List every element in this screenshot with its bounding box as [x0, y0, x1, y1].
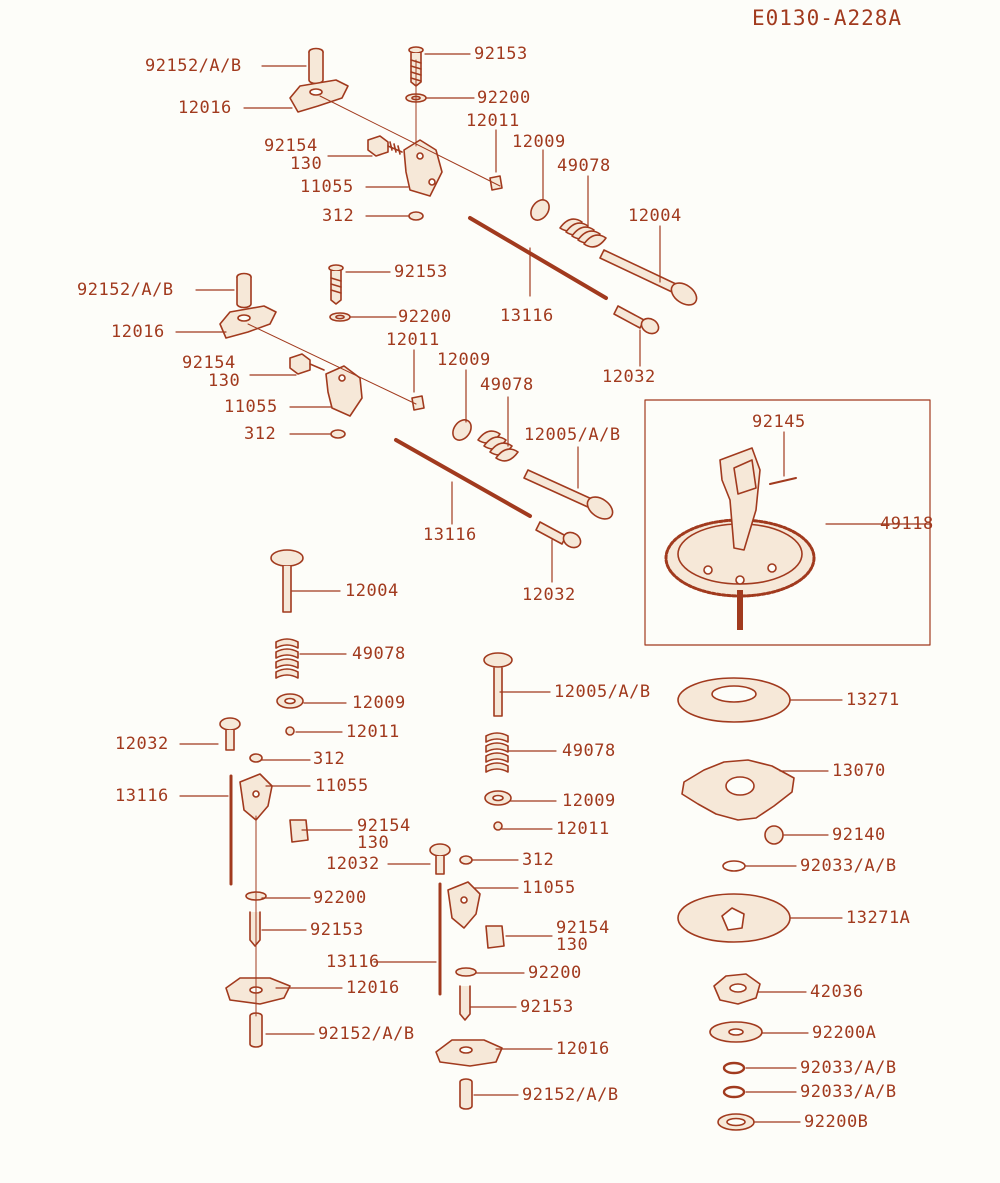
part-label: 130 [208, 371, 241, 391]
part-label: 12009 [512, 132, 566, 152]
part-label: 12009 [352, 693, 406, 713]
part-label: 12009 [562, 791, 616, 811]
part-label: 49078 [352, 644, 406, 664]
part-label: 12032 [522, 585, 576, 605]
part-label: 92152/A/B [77, 280, 174, 300]
part-label: 12016 [111, 322, 165, 342]
part-label: 13116 [500, 306, 554, 326]
part-label: 13116 [326, 952, 380, 972]
part-label: 13116 [115, 786, 169, 806]
retainer-part [530, 199, 550, 221]
rocker-assembly-upper [289, 46, 698, 335]
part-label: 92153 [310, 920, 364, 940]
part-label: 12032 [326, 854, 380, 874]
part-label: 11055 [315, 776, 369, 796]
part-label: 92140 [832, 825, 886, 845]
part-label: 92145 [752, 412, 806, 432]
bolt-part [367, 135, 403, 157]
part-label: 92200 [477, 88, 531, 108]
part-label: 92153 [394, 262, 448, 282]
part-label: 312 [244, 424, 277, 444]
part-label: 49078 [557, 156, 611, 176]
lower-left-column [219, 549, 309, 1048]
part-label: 12016 [556, 1039, 610, 1059]
part-label: 92152/A/B [522, 1085, 619, 1105]
part-label: 12011 [386, 330, 440, 350]
part-label: 49078 [480, 375, 534, 395]
part-label: 12005/A/B [554, 682, 651, 702]
part-label: 92152/A/B [145, 56, 242, 76]
tappet-part [613, 305, 660, 335]
part-label: 92200A [812, 1023, 877, 1043]
part-label: 12009 [437, 350, 491, 370]
cap-part [489, 175, 503, 191]
part-label: 42036 [810, 982, 864, 1002]
part-label: 12032 [115, 734, 169, 754]
rocker-assembly-middle [219, 264, 614, 549]
part-label: 92200 [313, 888, 367, 908]
diagram-code: E0130-A228A [752, 6, 903, 30]
part-label: 49118 [880, 514, 934, 534]
part-label: 92033/A/B [800, 856, 897, 876]
part-label: 92153 [474, 44, 528, 64]
part-label: 12004 [345, 581, 399, 601]
part-label: 13271A [846, 908, 911, 928]
part-label: 92200 [528, 963, 582, 983]
push-rod-part [468, 216, 608, 300]
part-label: 12005/A/B [524, 425, 621, 445]
part-label: 11055 [522, 878, 576, 898]
part-label: 92033/A/B [800, 1058, 897, 1078]
guide-plate-part [403, 139, 443, 197]
part-label: 92200B [804, 1112, 869, 1132]
leader-lines [175, 53, 931, 1123]
part-label: 12011 [466, 111, 520, 131]
part-label: 92200 [398, 307, 452, 327]
part-label: 12016 [346, 978, 400, 998]
part-label: 92152/A/B [318, 1024, 415, 1044]
part-label: 12011 [346, 722, 400, 742]
part-label: 12016 [178, 98, 232, 118]
part-label: 312 [322, 206, 355, 226]
lower-middle-column [429, 652, 513, 1110]
part-label: 130 [290, 154, 323, 174]
part-label: 12032 [602, 367, 656, 387]
part-label: 92153 [520, 997, 574, 1017]
part-label: 11055 [224, 397, 278, 417]
nut-part [408, 211, 424, 221]
part-label: 11055 [300, 177, 354, 197]
part-label: 13070 [832, 761, 886, 781]
valve-part [599, 249, 698, 306]
camshaft-box [644, 399, 931, 646]
part-label: 13116 [423, 525, 477, 545]
part-label: 49078 [562, 741, 616, 761]
rocker-arm-part [289, 79, 349, 113]
pivot-stud-part [308, 47, 324, 85]
rocker-arm-part [219, 305, 277, 339]
part-label: 92033/A/B [800, 1082, 897, 1102]
part-label: 130 [357, 833, 390, 853]
part-label: 12004 [628, 206, 682, 226]
guide-plate-part [325, 365, 363, 417]
valve-spring-part [559, 218, 607, 248]
part-label: 92154 [264, 136, 318, 156]
part-label: 130 [556, 935, 589, 955]
part-label: 13271 [846, 690, 900, 710]
part-label: 12011 [556, 819, 610, 839]
part-label: 92154 [182, 353, 236, 373]
part-label: 92154 [357, 816, 411, 836]
part-label: 312 [522, 850, 555, 870]
part-label: 92154 [556, 918, 610, 938]
part-label: 312 [313, 749, 346, 769]
governor-parts-column [677, 677, 795, 1131]
